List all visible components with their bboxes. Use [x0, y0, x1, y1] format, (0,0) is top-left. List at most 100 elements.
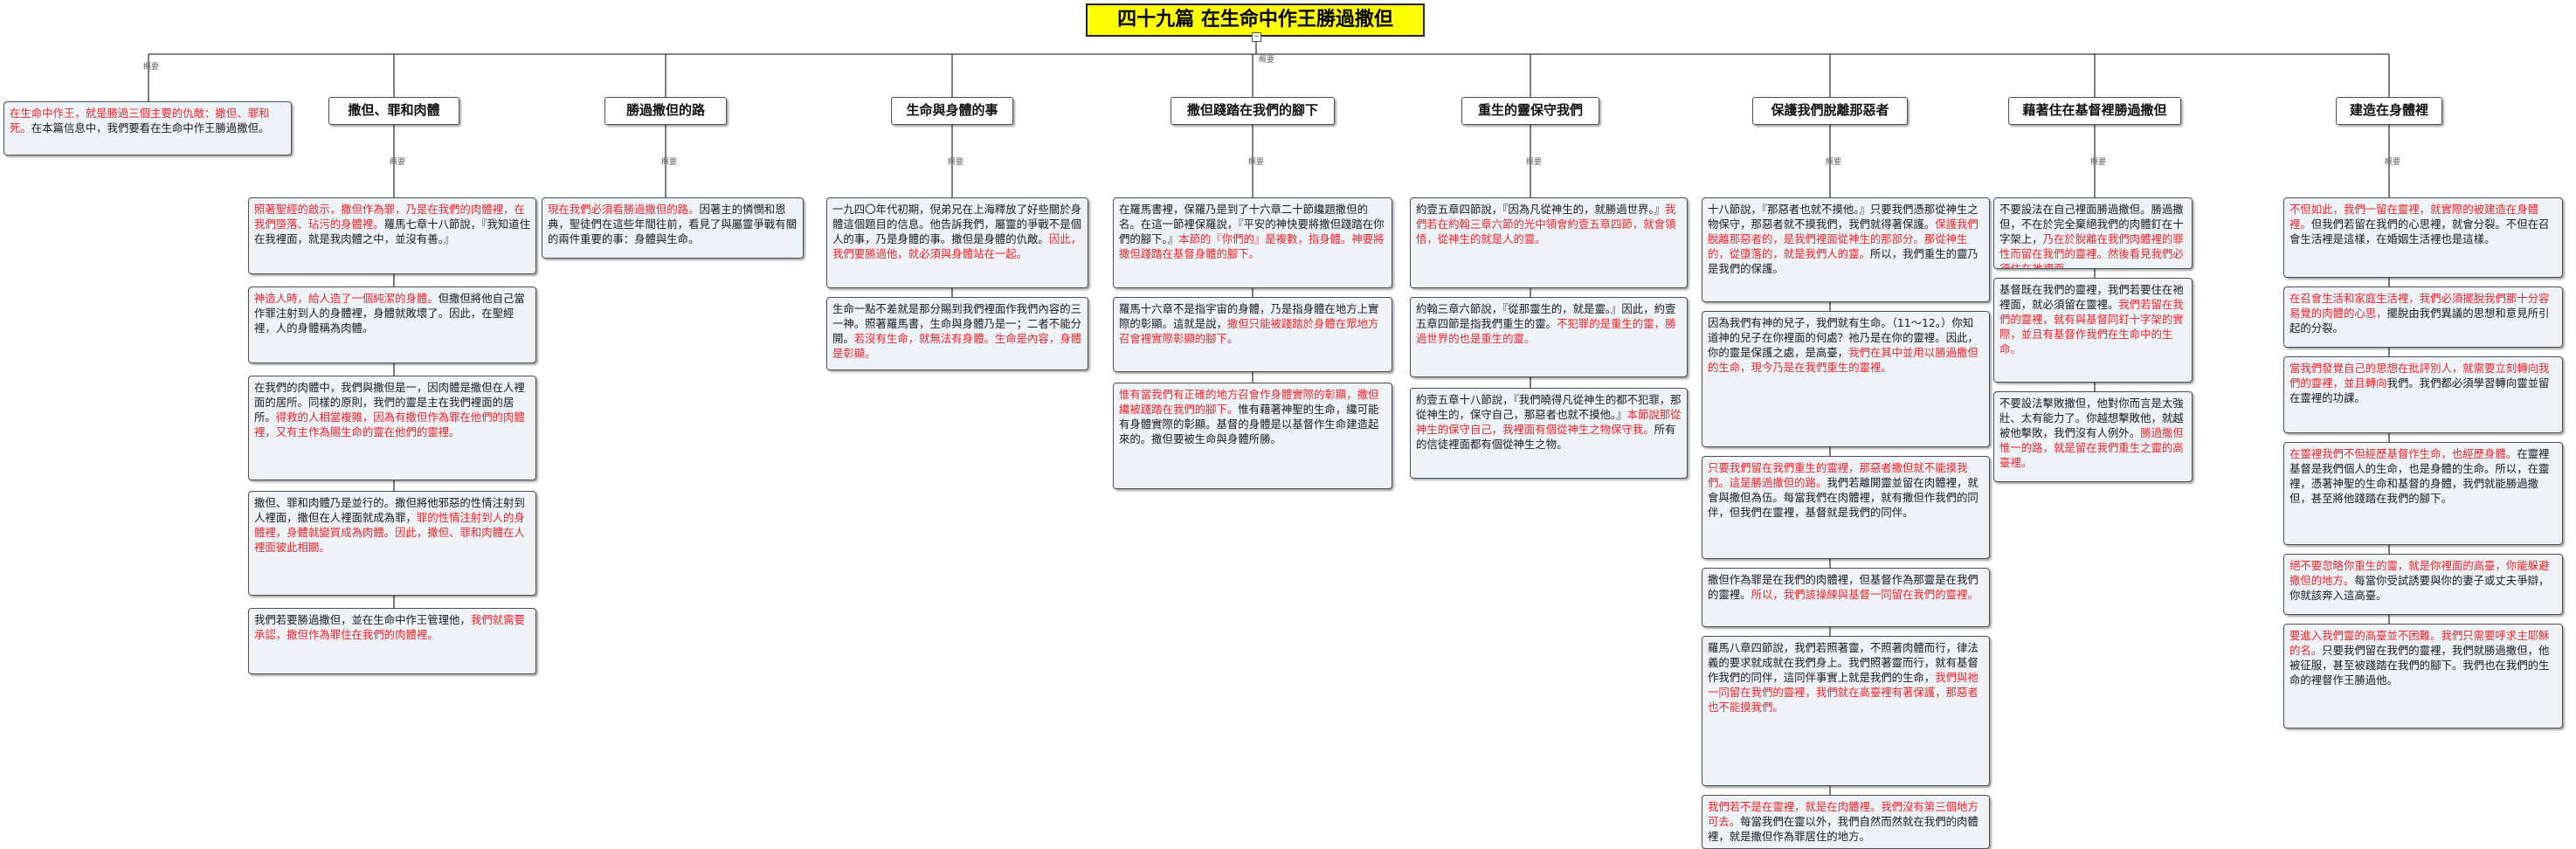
note-1-4[interactable]: 撒但、罪和肉體乃是並行的。撒但將他邪惡的性情注射到人裡面，撒但在人裡面就成為罪，…: [248, 491, 536, 596]
note-text: 不犯罪的是重生的靈，勝過世界的也是重生的靈。: [1416, 317, 1676, 345]
note-text: 每當我們在靈以外，我們自然而然就在我們的肉體裡，就是撒但作為罪居住的地方。: [1708, 815, 1979, 843]
note-text: 在我們的肉體中，我們與撒但是一，因肉體是撒但在人裡面的居所。同樣的原則，我們的靈…: [254, 381, 525, 424]
note-text: 勝過撒但惟一的路，就是留在我們重生之靈的高臺裡。: [1999, 426, 2184, 469]
note-text: 惟有當我們有正確的地方召會作身體實際的彰顯，撒但纔被踐踏在我們的腳下。: [1119, 388, 1379, 416]
note-text: 但撒但將他自己當作罪注射到人的身體裡，身體就敗壞了。因此，在聖經裡，人的身體稱為…: [254, 292, 525, 335]
note-text: 我們若不是在靈裡，就是在肉體裡。: [1708, 800, 1882, 813]
root-collapse-toggle[interactable]: −: [1252, 32, 1261, 42]
note-text: 只要我們留在我們重生的靈裡，那惡者撒但就不能摸我們。這是勝過撒但的路。: [1708, 461, 1968, 489]
note-3-1[interactable]: 一九四〇年代初期，倪弟兄在上海釋放了好些關於身體這個題目的信息。他告訴我們，屬靈…: [826, 197, 1088, 288]
note-text: 我們若留在我們的靈裡，就有與基督同釘十字架的實際，並且有基督作我們在生命中的生命…: [1999, 298, 2184, 355]
note-8-1[interactable]: 不但如此，我們一留在靈裡，就實際的被建造在身體裡。但我們若留在我們的心思裡，就會…: [2283, 197, 2563, 278]
note-4-3[interactable]: 惟有當我們有正確的地方召會作身體實際的彰顯，撒但纔被踐踏在我們的腳下。惟有藉著神…: [1113, 383, 1392, 489]
note-1-3[interactable]: 在我們的肉體中，我們與撒但是一，因肉體是撒但在人裡面的居所。同樣的原則，我們的靈…: [248, 376, 536, 480]
note-text: 約翰三章六節說，『從那靈生的，就是靈。』因此，約壹五章四節是指我們重生的靈。: [1416, 302, 1676, 330]
note-8-2[interactable]: 在召會生活和家庭生活裡，我們必須擺脫我們那十分容易覺的肉體的心思，擺脫由我們異議…: [2283, 286, 2563, 348]
note-text: 因此，我們要勝過他，就必須與身體站在一起。: [832, 232, 1081, 260]
branch-topic-6[interactable]: 保護我們脫離那惡者: [1752, 97, 1908, 125]
note-text: 本節的『你們的』是複數，指身體。神要將撒但踐踏在基督身體的腳下。: [1119, 232, 1385, 260]
note-text: 約壹五章四節說，『因為凡從神生的，就勝過世界。』: [1416, 203, 1665, 216]
note-text: 羅馬七章十八節說，『我知道住在我裡面，就是我肉體之中，並沒有善。』: [254, 217, 530, 245]
note-7-1[interactable]: 不要設法在自己裡面勝過撒但。勝過撒但，不在於完全棄絕我們的肉體釘在十字架上，乃在…: [1993, 197, 2193, 269]
note-text: 因著主的憐憫和恩典，聖徒們在這些年間往前，看見了與屬靈爭戰有關的兩件重要的事：身…: [548, 203, 797, 245]
note-8-3[interactable]: 當我們發覺自己的思想在批評別人，就需要立刻轉向我們的靈裡，並且轉向我們。我們都必…: [2283, 356, 2563, 433]
note-text: 羅馬八章四節說，我們若照著靈，不照著肉體而行，律法義的要求就成就在我們身上。我們…: [1708, 641, 1979, 684]
note-5-1[interactable]: 約壹五章四節說，『因為凡從神生的，就勝過世界。』我們若在約翰三章六節的光中領會約…: [1410, 197, 1688, 288]
note-8-5[interactable]: 絕不要忽略你重生的靈，就是你裡面的高臺，你能躲避撒但的地方。每當你受試誘要與你的…: [2283, 554, 2563, 615]
summary-tag: 概要: [1259, 56, 1275, 65]
note-6-3[interactable]: 只要我們留在我們重生的靈裡，那惡者撒但就不能摸我們。這是勝過撒但的路。我們若離開…: [1702, 456, 1990, 559]
note-1-5[interactable]: 我們若要勝過撒但，並在生命中作王管理他，我們就需要承認，撒但作為罪住在我們的肉體…: [248, 608, 536, 674]
note-7-2[interactable]: 基督既在我們的靈裡，我們若要住在祂裡面，就必須留在靈裡。我們若留在我們的靈裡，就…: [1993, 278, 2193, 383]
note-6-1[interactable]: 十八節說，『那惡者也就不摸他。』只要我們憑那從神生之物保守，那惡者就不摸我們，我…: [1702, 197, 1990, 302]
note-text: 十八節說，『那惡者也就不摸他。』只要我們憑那從神生之物保守，那惡者就不摸我們，我…: [1708, 203, 1979, 231]
note-text: 不要設法擊敗撒但，他對你而言是太強壯、太有能力了。你越想擊敗他，就越被他擊敗，我…: [1999, 397, 2184, 439]
note-text: 擺脫由我們異議的思想和意見所引起的分裂。: [2289, 307, 2550, 335]
note-text: 羅馬十六章不是指宇宙的身體，乃是指身體在地方上實際的彰顯。這就是說，: [1119, 302, 1379, 330]
note-4-2[interactable]: 羅馬十六章不是指宇宙的身體，乃是指身體在地方上實際的彰顯。這就是說，撒但只能被踐…: [1113, 297, 1392, 372]
note-7-3[interactable]: 不要設法擊敗撒但，他對你而言是太強壯、太有能力了。你越想擊敗他，就越被他擊敗，我…: [1993, 391, 2193, 482]
note-text: 撒但作為罪是在我們的肉體裡，但基督作為那靈是在我們的靈裡。: [1708, 573, 1979, 601]
note-text: 但我們若留在我們的心思裡，就會分裂。不但在召會生活裡是這樣，在婚姻生活裡也是這樣…: [2289, 217, 2550, 245]
note-text: 罪的性情注射到人的身體裡，身體就變質成為肉體。因此，撒但、罪和肉體在人裡面彼此相…: [254, 511, 525, 554]
branch-topic-3[interactable]: 生命與身體的事: [891, 97, 1013, 125]
branch-topic-5[interactable]: 重生的靈保守我們: [1461, 97, 1599, 125]
note-text: 我們。我們都必須學習轉向靈並留在靈裡的功課。: [2289, 376, 2550, 404]
note-text: 約壹五章十八節說，『我們曉得凡從神生的都不犯罪，那從神生的，保守自己，那惡者也就…: [1416, 393, 1682, 421]
note-8-6[interactable]: 要進入我們靈的高臺並不困難。我們只需要呼求主耶穌的名。只要我們留在我們的靈裡，我…: [2283, 624, 2563, 728]
branch-topic-7[interactable]: 藉著住在基督裡勝過撒但: [2008, 97, 2181, 125]
intro-text-2: 在本篇信息中，我們要看在生命中作王勝過撒但。: [31, 121, 270, 135]
note-6-6[interactable]: 我們若不是在靈裡，就是在肉體裡。我們沒有第三個地方可去。每當我們在靈以外，我們自…: [1702, 795, 1990, 849]
note-text: 要進入我們靈的高臺並不困難。我們只需要呼求主耶穌的名。: [2289, 629, 2550, 657]
note-text: 在召會生活和家庭生活裡，我們必須擺脫我們那十分容易覺的肉體的心思，: [2289, 292, 2550, 320]
connector-marker: 概要: [2385, 158, 2401, 167]
note-text: 我們在其中並用以勝過撒但的生命，現今乃是在我們重生的靈裡。: [1708, 346, 1979, 374]
note-6-4[interactable]: 撒但作為罪是在我們的肉體裡，但基督作為那靈是在我們的靈裡。所以，我們該操練與基督…: [1702, 568, 1990, 627]
note-text: 在羅馬書裡，保羅乃是到了十六章二十節纔題撒但的名。在這一節裡保羅說，『平安的神快…: [1119, 203, 1385, 245]
note-text: 本節說那從神生的保守自己，我裡面有個從神生之物保守我。: [1416, 408, 1682, 436]
note-1-1[interactable]: 照著聖經的啟示，撒但作為罪，乃是在我們的肉體裡，在我們墮落、玷污的身體裡。羅馬七…: [248, 197, 536, 274]
note-4-1[interactable]: 在羅馬書裡，保羅乃是到了十六章二十節纔題撒但的名。在這一節裡保羅說，『平安的神快…: [1113, 197, 1392, 288]
connector-marker: 概要: [948, 158, 964, 167]
note-text: 基督既在我們的靈裡，我們若要住在祂裡面，就必須留在靈裡。: [1999, 283, 2184, 311]
note-text: 因為我們有神的兒子，我們就有生命。（11～12。）你知道神的兒子在你裡面的何處？…: [1708, 316, 1979, 359]
branch-topic-4[interactable]: 撒但踐踏在我們的腳下: [1171, 97, 1335, 125]
note-6-2[interactable]: 因為我們有神的兒子，我們就有生命。（11～12。）你知道神的兒子在你裡面的何處？…: [1702, 311, 1990, 447]
branch-topic-1[interactable]: 撒但、罪和肉體: [328, 97, 459, 125]
connector-marker: 概要: [1826, 158, 1842, 167]
branch-topic-8[interactable]: 建造在身體裡: [2336, 97, 2442, 125]
connector-marker: 概要: [1248, 158, 1265, 167]
note-text: 撒但只能被踐踏於身體在眾地方召會裡實際彰顯的腳下。: [1119, 317, 1379, 345]
note-text: 不但如此，我們一留在靈裡，就實際的被建造在身體裡。: [2289, 203, 2538, 231]
intro-note[interactable]: 在生命中作王，就是勝過三個主要的仇敵：撒但、罪和死。在本篇信息中，我們要看在生命…: [3, 101, 292, 155]
note-text: 在靈裡我們不但經歷基督作生命，也經歷身體。: [2289, 447, 2517, 460]
note-text: 保護我們脫離那惡者的，是我們裡面從神生的那部分。那從神生的，從墮落的，就是我們人…: [1708, 217, 1979, 260]
note-text: 我們就需要承認，撒但作為罪住在我們的肉體裡。: [254, 613, 525, 641]
note-text: 惟有藉著神聖的生命，纔可能有身體實際的彰顯。基督的身體是以基督作生命建造起來的。…: [1119, 403, 1379, 445]
note-text: 絕不要忽略你重生的靈，就是你裡面的高臺，你能躲避撒但的地方。: [2289, 559, 2550, 587]
branch-topic-2[interactable]: 勝過撒但的路: [604, 97, 727, 125]
note-text: 神造人時，給人造了一個純潔的身體。: [254, 292, 439, 305]
note-text: 所以，我們重生的靈乃是我們的保護。: [1708, 247, 1979, 275]
connector-marker: 概要: [390, 158, 406, 167]
note-text: 照著聖經的啟示，撒但作為罪，乃是在我們的肉體裡，在我們墮落、玷污的身體裡。: [254, 203, 525, 231]
note-5-3[interactable]: 約壹五章十八節說，『我們曉得凡從神生的都不犯罪，那從神生的，保守自己，那惡者也就…: [1410, 388, 1688, 479]
note-text: 當我們發覺自己的思想在批評別人，就需要立刻轉向我們的靈裡，並且轉向: [2289, 362, 2550, 390]
note-text: 所以，我們該操練與基督一同留在我們的靈裡。: [1751, 588, 1979, 601]
root-topic[interactable]: 四十九篇 在生命中作王勝過撒但: [1086, 3, 1425, 37]
note-text: 我們若離開靈並留在肉體裡，就會與撒但為伍。每當我們在肉體裡，就有撒但作我們的同伴…: [1708, 476, 1979, 519]
note-text: 撒但、罪和肉體乃是並行的。撒但將他邪惡的性情注射到人裡面，撒但在人裡面就成為罪，: [254, 496, 525, 524]
note-text: 若沒有生命，就無法有身體。生命是內容，身體是彰顯。: [832, 332, 1081, 360]
note-5-2[interactable]: 約翰三章六節說，『從那靈生的，就是靈。』因此，約壹五章四節是指我們重生的靈。不犯…: [1410, 297, 1688, 377]
note-3-2[interactable]: 生命一點不差就是那分賜到我們裡面作我們內容的三一神。照著羅馬書，生命與身體乃是一…: [826, 297, 1088, 370]
note-8-4[interactable]: 在靈裡我們不但經歷基督作生命，也經歷身體。在靈裡基督是我們個人的生命，也是身體的…: [2283, 442, 2563, 545]
note-1-2[interactable]: 神造人時，給人造了一個純潔的身體。但撒但將他自己當作罪注射到人的身體裡，身體就敗…: [248, 286, 536, 363]
note-2-1[interactable]: 現在我們必須看勝過撒但的路。因著主的憐憫和恩典，聖徒們在這些年間往前，看見了與屬…: [542, 197, 804, 259]
note-text: 在靈裡基督是我們個人的生命，也是身體的生命。所以，在靈裡，憑著神聖的生命和基督的…: [2289, 447, 2550, 505]
connector-marker: 概要: [2090, 158, 2107, 167]
note-text: 我們若在約翰三章六節的光中領會約壹五章四節，就會領悟，從神生的就是人的靈。: [1416, 203, 1676, 245]
connector-marker: 概要: [1526, 158, 1543, 167]
note-text: 不要設法在自己裡面勝過撒但。勝過撒但，不在於完全棄絕我們的肉體釘在十字架上，: [1999, 203, 2184, 245]
note-6-5[interactable]: 羅馬八章四節說，我們若照著靈，不照著肉體而行，律法義的要求就成就在我們身上。我們…: [1702, 636, 1990, 786]
